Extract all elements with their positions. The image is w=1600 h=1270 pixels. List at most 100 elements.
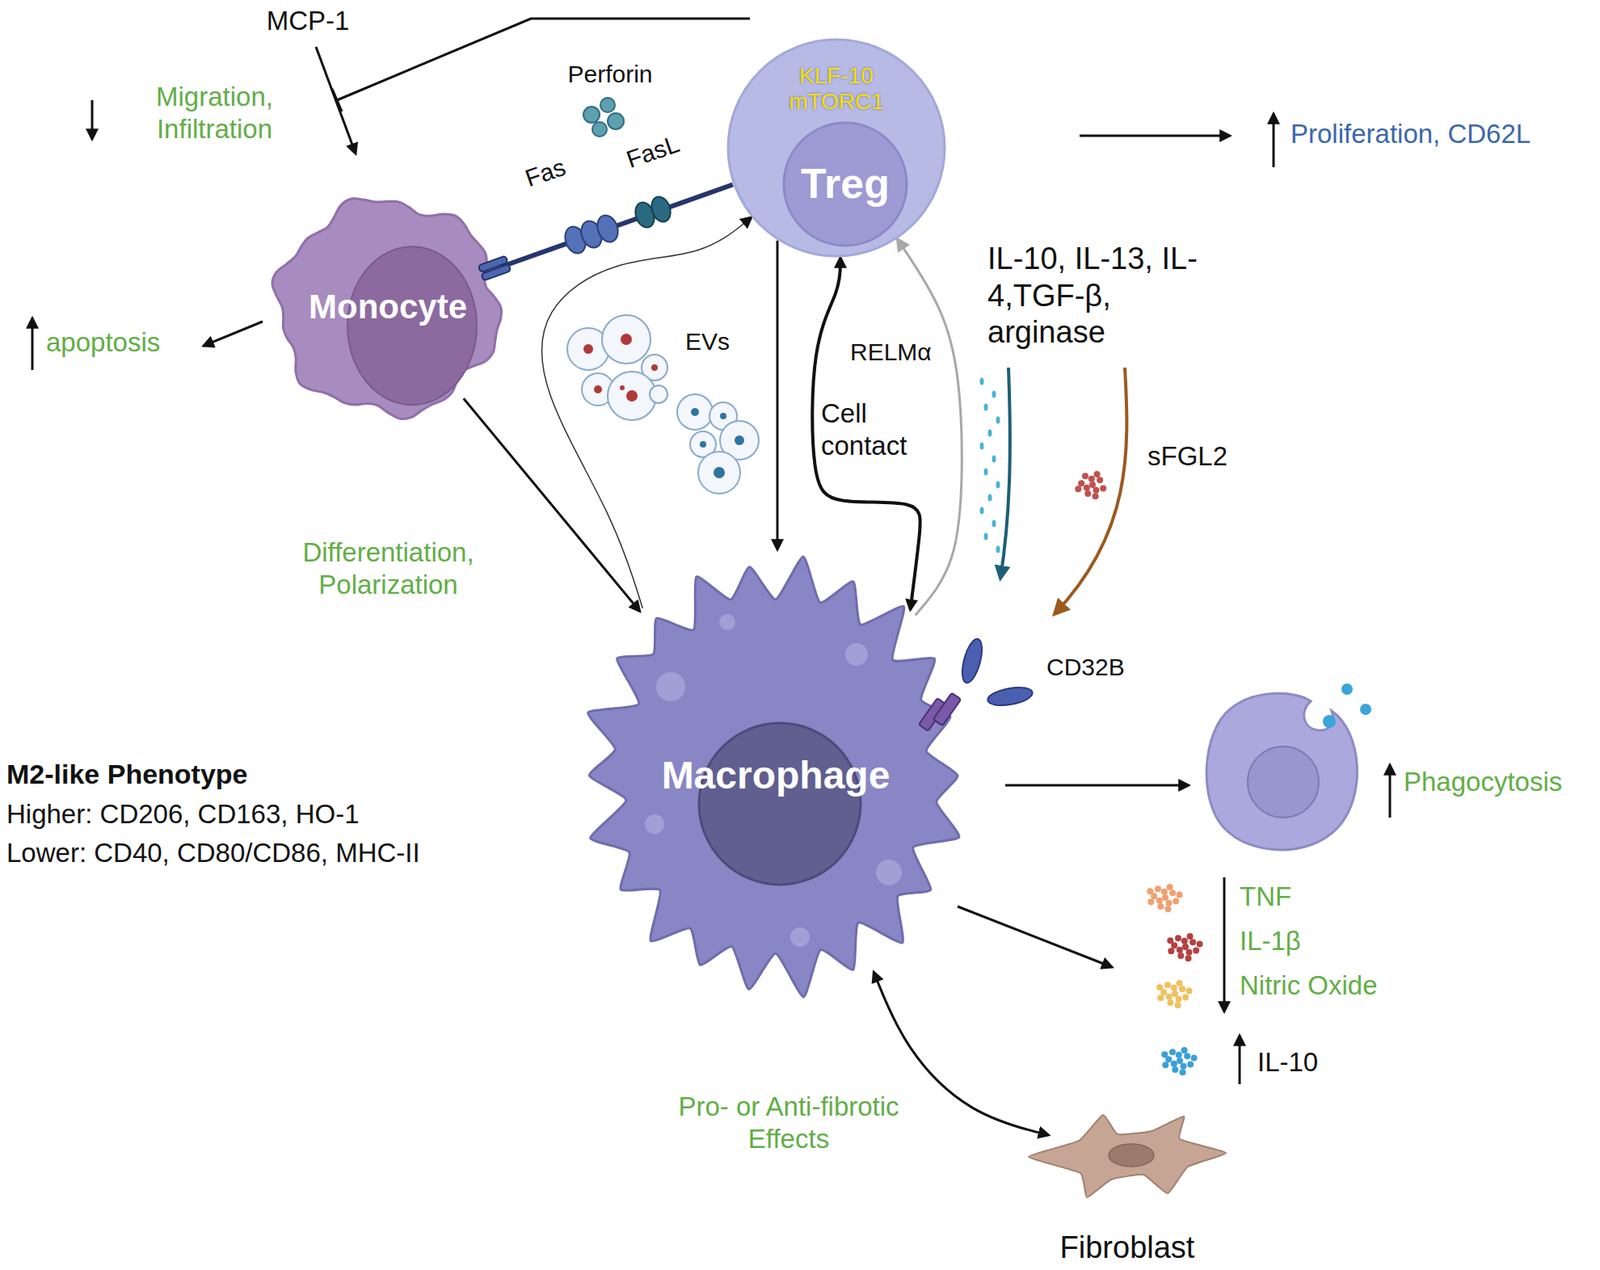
cytokine-dots	[1181, 1047, 1188, 1054]
label-box: sFGL2	[1147, 440, 1229, 473]
cytokine-dots	[1164, 981, 1171, 989]
cytokine-dots	[1169, 889, 1176, 897]
cytokine-dots	[1176, 980, 1184, 987]
cytokine-dots	[1175, 1052, 1183, 1059]
cytokine-dots	[992, 391, 997, 399]
cytokine-dots	[1161, 888, 1168, 896]
effect-arrows	[31, 318, 34, 371]
monocyte-cell-shape	[478, 255, 512, 281]
cell-label: Treg	[800, 160, 890, 209]
cytokine-dots	[1196, 941, 1204, 948]
annotation-text: FasL	[617, 127, 688, 177]
annotation-text: Pro- or Anti-fibrotic Effects	[651, 1090, 927, 1155]
vesicle-cargo	[734, 435, 745, 446]
cytokine-dots	[1172, 897, 1179, 905]
cytokine-dots	[1096, 476, 1104, 484]
cytokine-dots	[1174, 1002, 1182, 1009]
cytokine-dots	[1165, 900, 1172, 907]
annotation-text: IL-10, IL-13, IL-4,TGF-β, arginase	[987, 240, 1206, 352]
macrophage-cell-shape	[875, 859, 902, 886]
phagocytic-macrophage	[1341, 683, 1353, 695]
effect-arrows	[1079, 134, 1230, 138]
cytokine-dots	[1189, 938, 1196, 946]
mcp1-arrow	[315, 46, 356, 154]
cytokine-dots	[1171, 1066, 1179, 1074]
effect-arrows	[1389, 765, 1392, 818]
cytokine-dots	[1185, 955, 1192, 962]
cytokine-dots	[984, 468, 989, 476]
vesicle-cargo	[593, 385, 603, 394]
cytokine-dots	[1084, 490, 1091, 497]
cytokine-dots	[1165, 905, 1172, 913]
cd32b-receptor	[933, 693, 961, 727]
cytokine-dots	[1185, 949, 1192, 956]
cytokine-dots	[1166, 999, 1174, 1007]
vesicle-cargo	[583, 344, 594, 354]
edge-label-box: Cell contact	[821, 397, 927, 462]
cytokine-dots	[1179, 1063, 1187, 1070]
cytokine-dots	[1162, 1061, 1169, 1069]
cytokine-dots	[1082, 472, 1089, 480]
cytokine-dots	[980, 442, 985, 451]
treg-core-shape	[783, 122, 907, 246]
label-box: EVs	[685, 327, 742, 357]
cd32b-receptor	[918, 636, 1034, 731]
cd32b-receptor	[986, 684, 1035, 708]
interaction-arrow	[501, 184, 733, 267]
cytokine-dots	[1183, 1052, 1191, 1060]
fibroblast-cell-shape	[1028, 1115, 1226, 1198]
cytokine-dots	[1181, 938, 1188, 945]
cytokine-dots	[1187, 933, 1194, 940]
extracellular-vesicles	[602, 315, 651, 364]
cytokine-dots	[1166, 884, 1174, 891]
fas-molecule	[561, 212, 622, 257]
label-box: RELMα	[850, 337, 944, 367]
cytokine-dots	[1174, 934, 1182, 942]
edge-label: Cell contact	[821, 397, 927, 462]
vesicle-cargo	[583, 333, 745, 479]
cytokine-dots	[1174, 996, 1182, 1003]
extracellular-vesicles	[567, 315, 759, 494]
cytokine-dots	[992, 455, 997, 464]
cytokine-dots	[1156, 897, 1163, 905]
fasl-molecule	[648, 193, 674, 224]
cytokine-dots	[1088, 475, 1095, 483]
cytokine-dots	[1099, 484, 1107, 492]
cytokine-dots	[1167, 947, 1175, 955]
annotation-text: CD32B	[1046, 652, 1144, 683]
label-box: M2-like Phenotype	[6, 757, 346, 792]
annotation-text: Nitric Oxide	[1239, 969, 1418, 1003]
vesicle-cargo	[713, 467, 725, 479]
label-box: Phagocytosis	[1403, 766, 1594, 799]
cytokine-dots	[984, 533, 989, 541]
cytokine-dots	[984, 404, 989, 412]
fas-molecule	[593, 212, 622, 245]
cytokine-dots	[1089, 481, 1096, 489]
cytokine-dots	[996, 416, 1001, 425]
annotation-text: Fas	[513, 150, 577, 197]
effect-arrows	[203, 321, 263, 346]
annotation-text: Differentiation, Polarization	[273, 536, 504, 601]
cytokine-dots	[1169, 1048, 1176, 1056]
perforin-molecule	[607, 113, 624, 130]
cytokine-dots	[1170, 985, 1178, 992]
cytokine-dots	[996, 546, 1001, 554]
annotation-text: Migration, Infiltration	[127, 80, 302, 145]
macrophage-cell: Macrophage	[577, 549, 974, 1003]
cytokine-dots	[1074, 485, 1082, 493]
cytokine-dots	[1177, 952, 1184, 960]
cytokine-dots	[980, 507, 985, 515]
cell-label: KLF-10 mTORC1	[779, 63, 893, 115]
macrophage-cell-shape	[790, 927, 810, 948]
cytokine-dots	[1094, 471, 1101, 478]
mcp1-arrow	[315, 46, 356, 154]
extracellular-vesicles	[698, 451, 741, 494]
vesicle-cargo	[620, 333, 632, 346]
cytokine-dots	[1146, 888, 1154, 895]
cytokine-dots	[1186, 988, 1193, 995]
annotation-text: apoptosis	[46, 326, 200, 359]
label-box: TNF	[1239, 880, 1337, 914]
annotation-text: RELMα	[850, 337, 944, 367]
cytokine-dots	[980, 378, 985, 386]
annotation-text: TNF	[1239, 880, 1337, 914]
